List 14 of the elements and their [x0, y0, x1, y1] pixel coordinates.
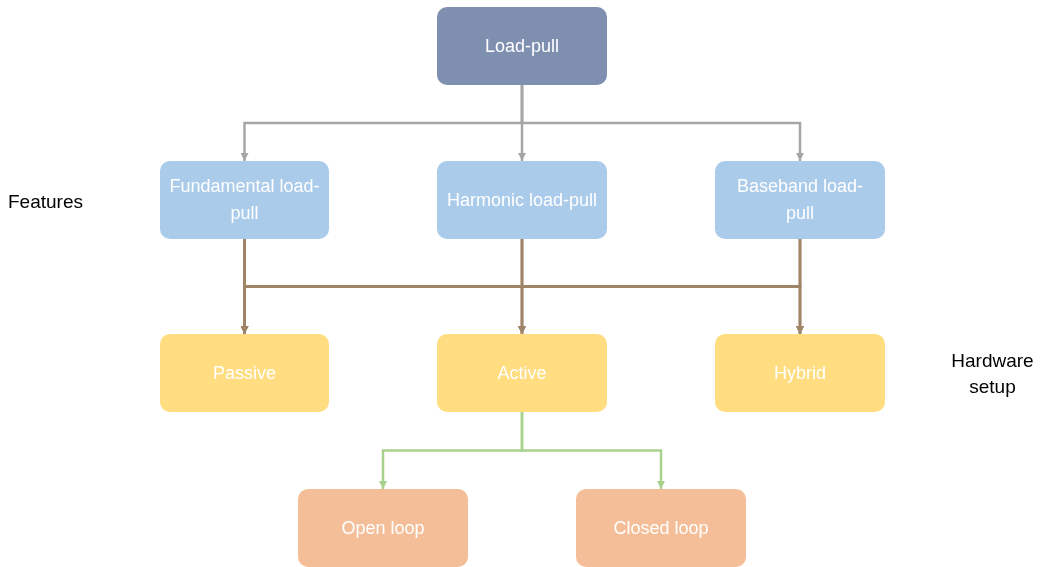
- process-box: Passive: [160, 334, 329, 412]
- process-box: Harmonic load-pull: [437, 161, 607, 239]
- process-box: Fundamental load-pull: [160, 161, 329, 239]
- side-label: Hardware setup: [950, 349, 1035, 399]
- connector-arrow: [520, 412, 665, 489]
- connector-arrow: [796, 239, 804, 334]
- process-box: Baseband load-pull: [715, 161, 885, 239]
- side-label: Features: [8, 190, 83, 214]
- process-box: Load-pull: [437, 7, 607, 85]
- process-box: Active: [437, 334, 607, 412]
- connector-arrow: [520, 85, 804, 161]
- process-box: Open loop: [298, 489, 468, 567]
- process-box: Hybrid: [715, 334, 885, 412]
- process-box: Closed loop: [576, 489, 746, 567]
